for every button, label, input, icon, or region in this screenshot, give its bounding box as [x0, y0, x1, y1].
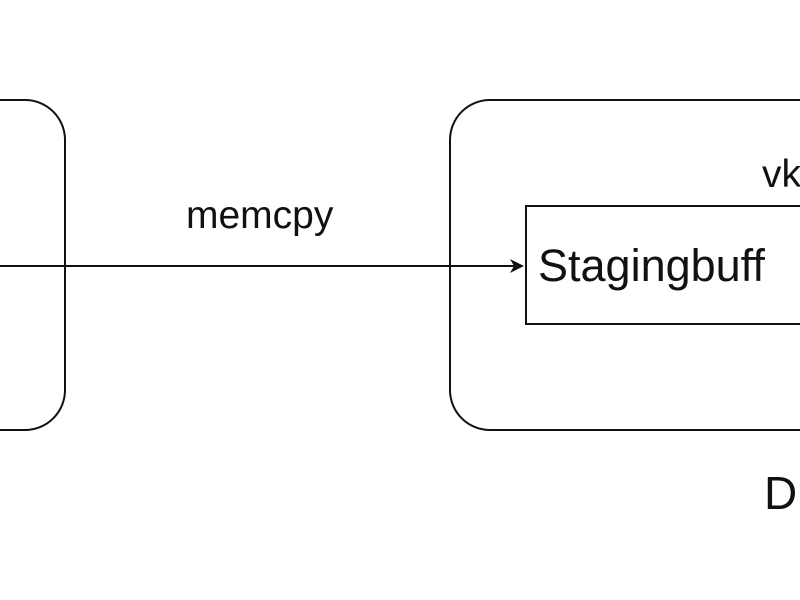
- staging-buffer-label: Stagingbuff: [538, 240, 765, 291]
- staging-buffer-box: [525, 205, 800, 325]
- memcpy-edge-label: memcpy: [186, 194, 334, 237]
- outer-box-top-label: vk: [762, 153, 800, 196]
- outer-box-bottom-label: D: [764, 467, 798, 519]
